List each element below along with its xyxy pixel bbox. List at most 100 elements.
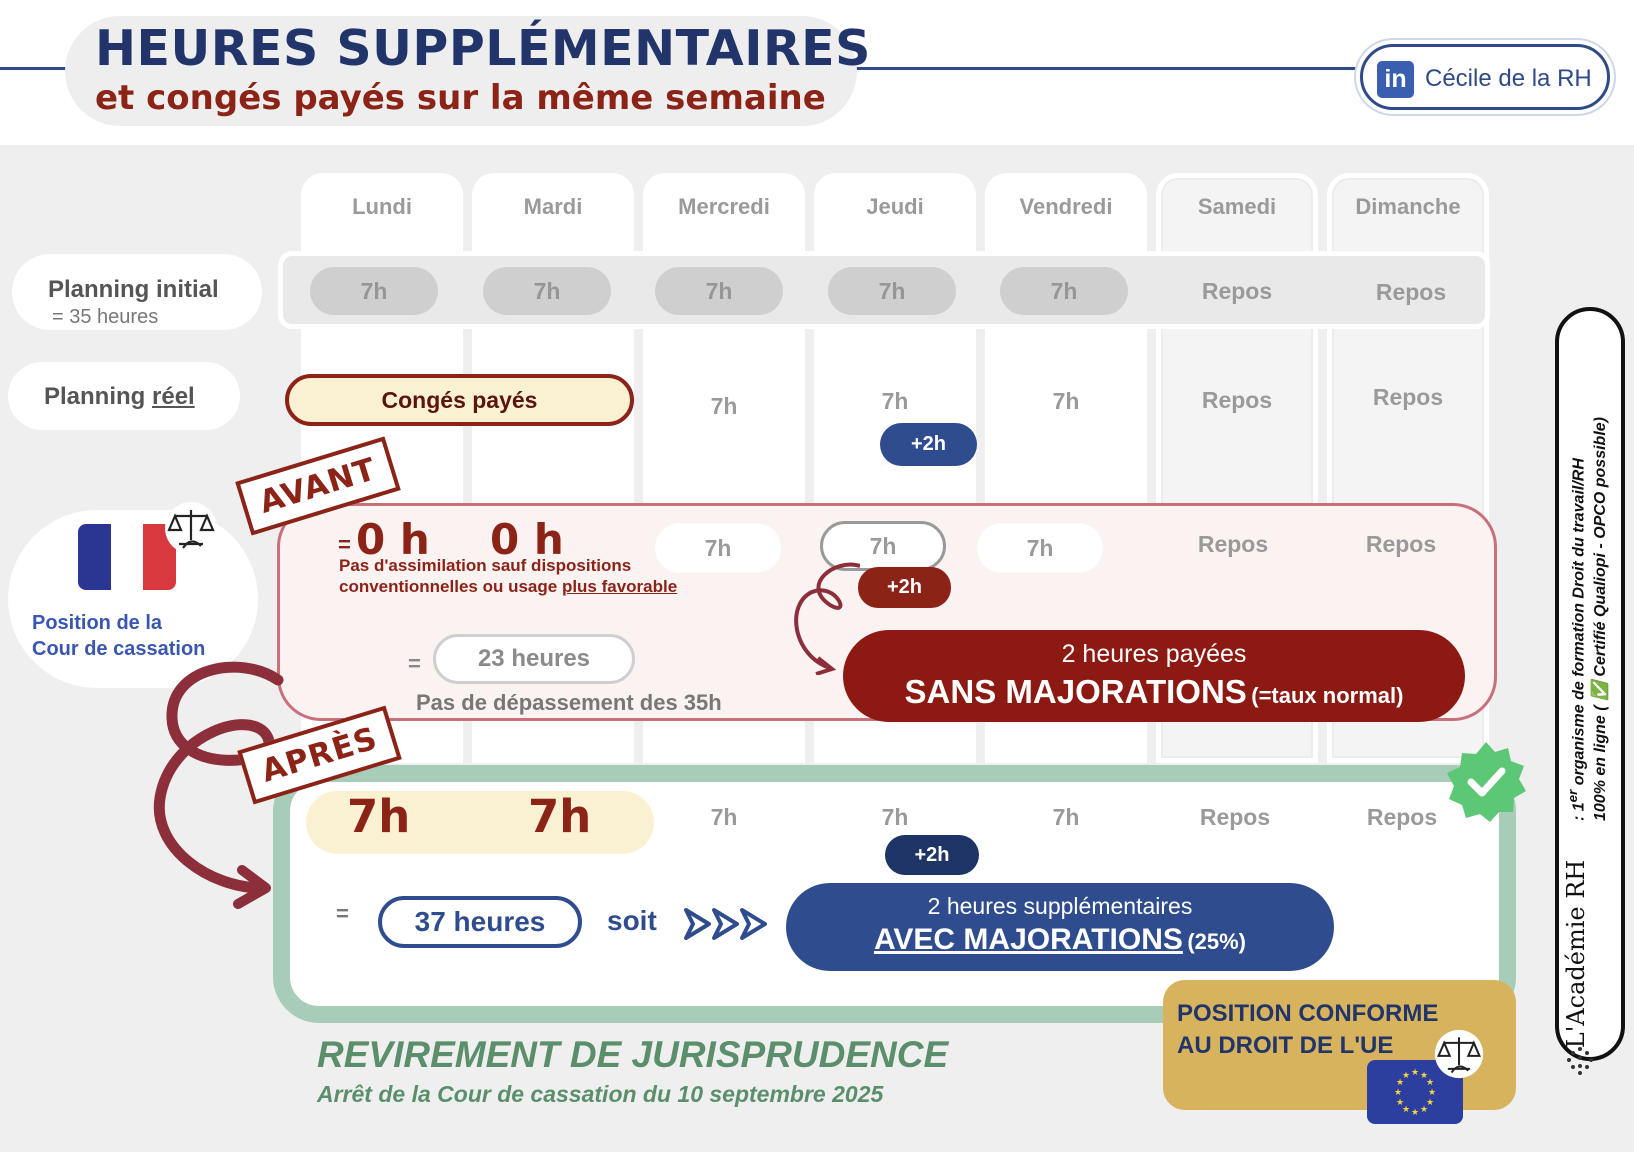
initial-cell: 7h [655, 267, 783, 315]
soit-text: soit [607, 905, 657, 936]
reel-cell: 7h [881, 388, 909, 414]
apres-cell: 7h [881, 804, 909, 830]
initial-cell: 7h [1000, 267, 1128, 315]
conges-payes-pill: Congés payés [285, 374, 634, 426]
initial-cell-repos: Repos [1375, 279, 1447, 305]
svg-text:★: ★ [1402, 1071, 1410, 1081]
loop-arrow-icon [153, 661, 284, 909]
svg-text:★: ★ [1402, 1105, 1410, 1115]
revirement-title: REVIREMENT DE JURISPRUDENCE [317, 1034, 949, 1075]
tagline-line1: : 1er organisme de formation Droit du tr… [1562, 321, 1590, 821]
tagline-prefix: 1 [1570, 802, 1588, 812]
avant-note-line2-prefix: conventionnelles ou usage [339, 577, 562, 596]
reel-cell-repos: Repos [1372, 384, 1444, 410]
linkedin-icon: in [1377, 61, 1414, 98]
planning-initial-label: Planning initial [48, 276, 219, 303]
planning-reel-label-prefix: Planning [44, 383, 152, 410]
avant-cell: 7h [977, 523, 1103, 573]
position-label-line1: Position de la [32, 612, 163, 634]
initial-cell: 7h [483, 267, 611, 315]
day-name: Samedi [1197, 194, 1277, 219]
scales-icon [165, 502, 217, 554]
avant-total-pill: 23 heures [433, 634, 635, 684]
svg-text:★: ★ [1411, 1108, 1419, 1118]
planning-initial-sublabel: = 35 heures [52, 306, 159, 328]
apres-extra-hours-pill: +2h [885, 835, 979, 875]
linkedin-badge[interactable]: in Cécile de la RH [1360, 44, 1610, 110]
avec-line2: AVEC MAJORATIONS (25%) [786, 923, 1334, 957]
header-line-left [0, 67, 80, 70]
svg-text:★: ★ [1426, 1098, 1434, 1108]
tagline-rest: organisme de formation Droit du travail/… [1570, 458, 1588, 790]
planning-reel-label-underlined: réel [152, 383, 195, 410]
svg-text:★: ★ [1396, 1078, 1404, 1088]
planning-initial-label-pill: Planning initial = 35 heures [12, 254, 262, 330]
apres-cp-mardi: 7h [528, 790, 592, 843]
initial-cell: 7h [310, 267, 438, 315]
avant-note-line2-underlined: plus favorable [561, 577, 678, 596]
curly-arrow-icon [794, 562, 860, 675]
sans-majorations-big: SANS MAJORATIONS [904, 673, 1247, 710]
sans-majorations-pill: 2 heures payées SANS MAJORATIONS (=taux … [843, 630, 1465, 722]
avant-zero-lundi: 0 h [356, 515, 430, 564]
header: HEURES SUPPLÉMENTAIRES et congés payés s… [0, 0, 1634, 145]
page-subtitle: et congés payés sur la même semaine [95, 78, 826, 118]
side-band: L'Académie RH : 1er organisme de formati… [1555, 307, 1625, 1075]
avec-line1: 2 heures supplémentaires [927, 893, 1193, 919]
avant-equals: = [338, 532, 351, 557]
check-badge-icon [1447, 742, 1526, 822]
avant-note: Pas d'assimilation sauf dispositions con… [339, 555, 677, 597]
title-pill [65, 16, 857, 126]
scales-icon [1434, 1029, 1484, 1079]
avant-cell: 7h [655, 523, 781, 573]
avant-extra-hours-pill: +2h [858, 567, 951, 608]
reel-cell-repos: Repos [1201, 387, 1273, 413]
apres-conges-band [306, 791, 654, 854]
day-name: Dimanche [1355, 194, 1461, 219]
academie-brand: L'Académie RH [1562, 859, 1590, 1049]
eu-flag-icon: ★★★★★★ ★★★★★★ [1367, 1060, 1463, 1124]
sans-majorations-small: (=taux normal) [1251, 683, 1404, 708]
planning-reel-label-pill: Planning réel [8, 362, 240, 430]
avant-total-equals: = [408, 651, 421, 676]
position-circle: Position de la Cour de cassation [8, 502, 258, 688]
day-name: Vendredi [1019, 194, 1113, 219]
svg-text:★: ★ [1426, 1078, 1434, 1088]
avec-majorations-small: (25%) [1187, 929, 1247, 954]
header-line-right [850, 67, 1370, 70]
tagline-line2: 100% en ligne ( ✅ Certifié Qualiopi - OP… [1592, 417, 1610, 821]
academie-logo-icon [1563, 1044, 1597, 1078]
day-name: Mercredi [678, 194, 770, 219]
avant-cell-repos: Repos [1197, 531, 1269, 557]
apres-cp-lundi: 7h [347, 790, 411, 843]
day-name: Jeudi [866, 194, 924, 219]
sans-line1: 2 heures payées [1061, 640, 1247, 668]
reel-cell: 7h [710, 393, 738, 419]
reel-cell: 7h [1052, 388, 1080, 414]
avant-note-line1: Pas d'assimilation sauf dispositions [339, 556, 632, 575]
avant-cell-repos: Repos [1365, 531, 1437, 557]
conforme-text: POSITION CONFORME AU DROIT DE L'UE [1177, 998, 1438, 1062]
tagline-sup: er [1565, 789, 1580, 803]
avant-zero-mardi: 0 h [490, 515, 564, 564]
page-title: HEURES SUPPLÉMENTAIRES [95, 20, 871, 77]
tagline-colon: : [1570, 815, 1588, 821]
apres-total-pill: 37 heures [378, 896, 582, 948]
initial-cell: 7h [828, 267, 956, 315]
position-label: Position de la Cour de cassation [32, 610, 205, 662]
day-name: Lundi [352, 194, 412, 219]
conforme-line1: POSITION CONFORME [1177, 1000, 1439, 1027]
svg-text:★: ★ [1428, 1088, 1436, 1098]
avant-note-line2: conventionnelles ou usage plus favorable [339, 576, 677, 597]
avec-majorations-pill: 2 heures supplémentaires AVEC MAJORATION… [786, 883, 1334, 971]
france-flag-icon [78, 524, 176, 590]
apres-total-equals: = [336, 901, 349, 926]
apres-cell: 7h [1052, 804, 1080, 830]
svg-text:★: ★ [1420, 1105, 1428, 1115]
svg-text:★: ★ [1411, 1068, 1419, 1078]
avant-total-note: Pas de dépassement des 35h [416, 690, 722, 715]
day-name: Mardi [523, 194, 583, 219]
conforme-box: POSITION CONFORME AU DROIT DE L'UE ★★★★★… [1163, 980, 1516, 1124]
initial-cell-repos: Repos [1201, 278, 1273, 304]
svg-text:★: ★ [1394, 1088, 1402, 1098]
